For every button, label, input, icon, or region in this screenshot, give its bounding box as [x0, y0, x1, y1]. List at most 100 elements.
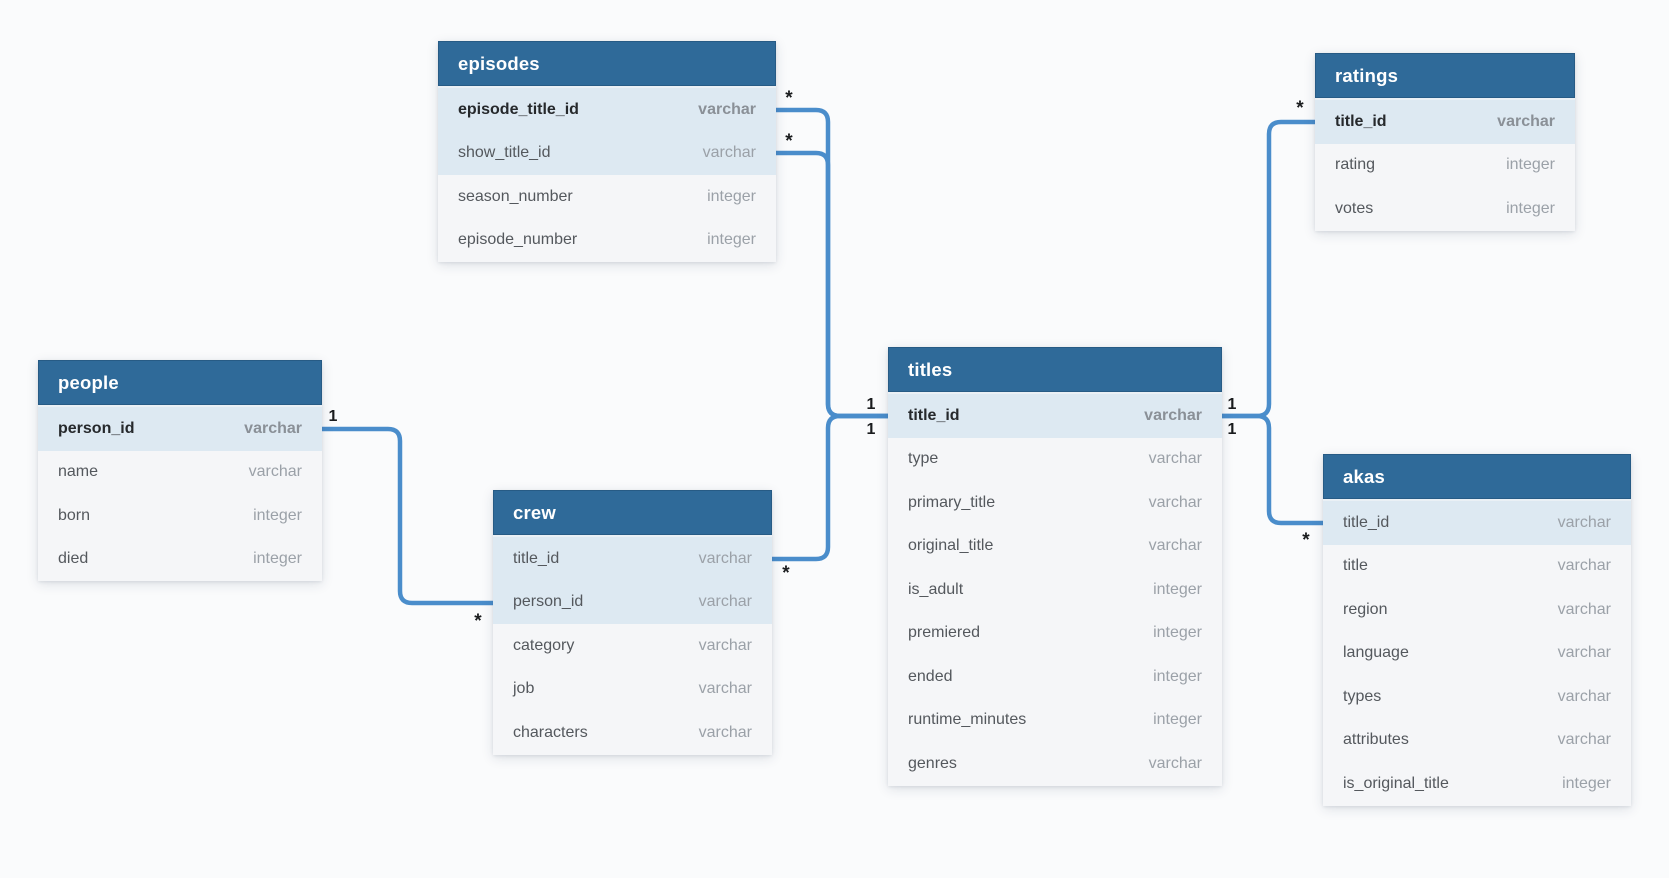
column-type: varchar	[1148, 754, 1202, 772]
column-name: born	[58, 506, 91, 524]
column-row-titles-ended: ended integer	[888, 655, 1222, 699]
column-type: varchar	[698, 100, 756, 118]
table-title: akas	[1343, 465, 1385, 487]
column-name: title_id	[1335, 112, 1387, 130]
column-row-crew-title_id: title_id varchar	[493, 537, 772, 581]
column-name: episode_number	[458, 231, 578, 249]
cardinality-label-one: 1	[329, 408, 338, 425]
column-row-ratings-votes: votes integer	[1315, 187, 1575, 231]
table-header-ratings[interactable]: ratings	[1315, 53, 1575, 100]
column-name: region	[1343, 600, 1388, 618]
relationship-edge-titles_title_id-akas_title_id	[1222, 413, 1323, 526]
table-header-people[interactable]: people	[38, 360, 322, 407]
table-title: episodes	[458, 52, 540, 74]
column-row-episodes-episode_title_id: episode_title_id varchar	[438, 88, 776, 132]
column-name: person_id	[513, 593, 584, 611]
column-type: varchar	[1557, 600, 1611, 618]
column-name: ended	[908, 667, 953, 685]
column-name: votes	[1335, 199, 1374, 217]
column-name: died	[58, 550, 89, 568]
column-type: varchar	[1557, 687, 1611, 705]
column-name: job	[513, 680, 535, 698]
table-title: titles	[908, 358, 953, 380]
column-type: varchar	[1557, 731, 1611, 749]
table-header-akas[interactable]: akas	[1323, 454, 1631, 501]
cardinality-label-many: *	[785, 88, 793, 109]
column-type: integer	[1506, 199, 1555, 217]
column-row-akas-types: types varchar	[1323, 675, 1631, 719]
column-type: varchar	[698, 593, 752, 611]
column-name: characters	[513, 723, 588, 741]
column-name: title_id	[908, 406, 960, 424]
cardinality-label-many: *	[474, 611, 482, 632]
cardinality-label-one: 1	[1228, 421, 1237, 438]
cardinality-label-many: *	[785, 131, 793, 152]
table-header-crew[interactable]: crew	[493, 490, 772, 537]
table-episodes[interactable]: episodes episode_title_id varchar show_titl…	[438, 41, 776, 262]
column-name: language	[1343, 644, 1409, 662]
column-row-akas-region: region varchar	[1323, 588, 1631, 632]
column-type: integer	[707, 231, 756, 249]
table-header-titles[interactable]: titles	[888, 347, 1222, 394]
column-name: episode_title_id	[458, 100, 579, 118]
column-type: integer	[253, 550, 302, 568]
column-type: varchar	[1144, 406, 1202, 424]
table-header-episodes[interactable]: episodes	[438, 41, 776, 88]
column-name: name	[58, 463, 99, 481]
column-type: varchar	[698, 549, 752, 567]
column-row-people-name: name varchar	[38, 450, 322, 494]
column-type: varchar	[1557, 644, 1611, 662]
column-name: genres	[908, 754, 957, 772]
column-type: varchar	[248, 463, 302, 481]
column-name: season_number	[458, 187, 573, 205]
column-name: original_title	[908, 537, 994, 555]
cardinality-label-one: 1	[867, 396, 876, 413]
column-row-akas-attributes: attributes varchar	[1323, 718, 1631, 762]
column-row-titles-genres: genres varchar	[888, 742, 1222, 786]
cardinality-label-many: *	[782, 563, 790, 584]
table-title: crew	[513, 501, 556, 523]
column-type: integer	[1153, 667, 1202, 685]
cardinality-label-one: 1	[1228, 396, 1237, 413]
column-type: integer	[1562, 774, 1611, 792]
column-type: varchar	[1148, 537, 1202, 555]
column-row-crew-person_id: person_id varchar	[493, 580, 772, 624]
column-type: varchar	[1148, 493, 1202, 511]
column-type: integer	[1153, 624, 1202, 642]
column-type: varchar	[1497, 112, 1555, 130]
column-name: title	[1343, 557, 1368, 575]
column-name: types	[1343, 687, 1382, 705]
column-type: varchar	[698, 636, 752, 654]
column-name: show_title_id	[458, 144, 551, 162]
column-row-episodes-episode_number: episode_number integer	[438, 218, 776, 262]
cardinality-label-many: *	[1296, 98, 1304, 119]
table-title: ratings	[1335, 64, 1399, 86]
table-title: people	[58, 371, 119, 393]
column-name: is_adult	[908, 580, 964, 598]
column-name: runtime_minutes	[908, 711, 1027, 729]
cardinality-label-many: *	[1302, 530, 1310, 551]
column-type: integer	[1506, 156, 1555, 174]
column-name: title_id	[513, 549, 560, 567]
column-type: integer	[707, 187, 756, 205]
column-name: attributes	[1343, 731, 1409, 749]
column-row-episodes-season_number: season_number integer	[438, 175, 776, 219]
